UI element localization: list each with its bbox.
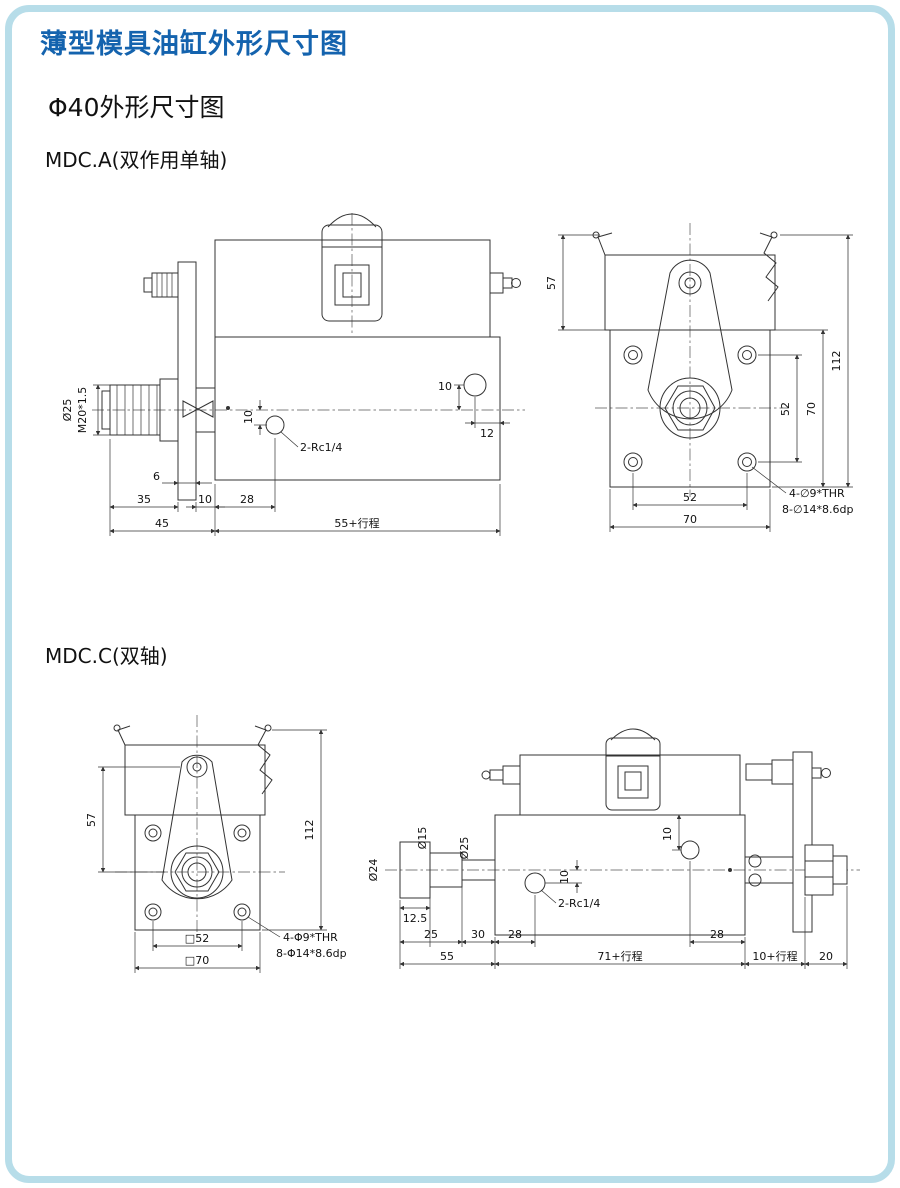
- thread-note-2: 8-∅14*8.6dp: [782, 503, 854, 516]
- port-rc14-c-label: 2-Rc1/4: [558, 897, 600, 910]
- dim-phi15-label: Ø15: [416, 827, 429, 850]
- dim-52h-label: 52: [683, 491, 697, 504]
- dim-10-right-label: 10: [438, 380, 452, 393]
- dim-c-112-label: 112: [303, 820, 316, 841]
- dim-112-label: 112: [830, 351, 843, 372]
- section-a-label: MDC.A(双作用单轴): [45, 148, 228, 172]
- port-rc14-label: 2-Rc1/4: [300, 441, 342, 454]
- dim-10-port-label: 10: [242, 410, 255, 424]
- dim-71-stroke-label: 71+行程: [597, 950, 642, 963]
- dim-sq70-label: □70: [185, 954, 209, 967]
- drawing-c-canvas: 57 112 □52 □70 4-Φ9*THR 8-Φ14*8.6dp: [85, 690, 870, 1010]
- dim-phi24-label: Ø24: [367, 859, 380, 882]
- dim-sq52-label: □52: [185, 932, 209, 945]
- dim-20-label: 20: [819, 950, 833, 963]
- dim-12-label: 12: [480, 427, 494, 440]
- dim-57-label: 57: [545, 276, 558, 290]
- dim-10-top-label: 10: [661, 827, 674, 841]
- dim-c-57-label: 57: [85, 813, 98, 827]
- dim-55-label: 55: [440, 950, 454, 963]
- dim-phi25-label: Ø25: [61, 399, 74, 422]
- drawing-c-side-view: Ø24 Ø15 Ø25 12.5 2-Rc1/4 10 10: [367, 729, 860, 969]
- dim-10-gap-label: 10: [198, 493, 212, 506]
- section-c-label: MDC.C(双轴): [45, 644, 168, 668]
- drawing-a-canvas: Ø25 M20*1.5 10 2-Rc1/4 10 12: [61, 195, 854, 580]
- dim-10-stroke-label: 10+行程: [752, 950, 797, 963]
- dim-55-stroke-label: 55+行程: [334, 517, 379, 530]
- drawing-c-end-view: 57 112 □52 □70 4-Φ9*THR 8-Φ14*8.6dp: [85, 715, 347, 973]
- dim-70v-label: 70: [805, 402, 818, 416]
- dim-70h-label: 70: [683, 513, 697, 526]
- page-subtitle: Φ40外形尺寸图: [48, 93, 225, 122]
- dim-30-label: 30: [471, 928, 485, 941]
- drawing-a-end-view: 57 112 70 52 52 70: [545, 223, 854, 532]
- dim-m20-label: M20*1.5: [76, 387, 89, 433]
- dim-45-label: 45: [155, 517, 169, 530]
- dim-28-left-label: 28: [508, 928, 522, 941]
- drawing-a-side-view: Ø25 M20*1.5 10 2-Rc1/4 10 12: [61, 213, 525, 536]
- dim-10-port-c-label: 10: [558, 870, 571, 884]
- page-title: 薄型模具油缸外形尺寸图: [40, 29, 348, 60]
- dim-25-label: 25: [424, 928, 438, 941]
- dim-phi25-c-label: Ø25: [458, 837, 471, 860]
- thread-note-1: 4-∅9*THR: [789, 487, 845, 500]
- dim-52v-label: 52: [779, 402, 792, 416]
- dim-6-label: 6: [153, 470, 160, 483]
- thread-note-c2: 8-Φ14*8.6dp: [276, 947, 347, 960]
- dim-28-label: 28: [240, 493, 254, 506]
- dim-35-label: 35: [137, 493, 151, 506]
- dim-28-right-label: 28: [710, 928, 724, 941]
- thread-note-c1: 4-Φ9*THR: [283, 931, 338, 944]
- dim-12-5-label: 12.5: [403, 912, 428, 925]
